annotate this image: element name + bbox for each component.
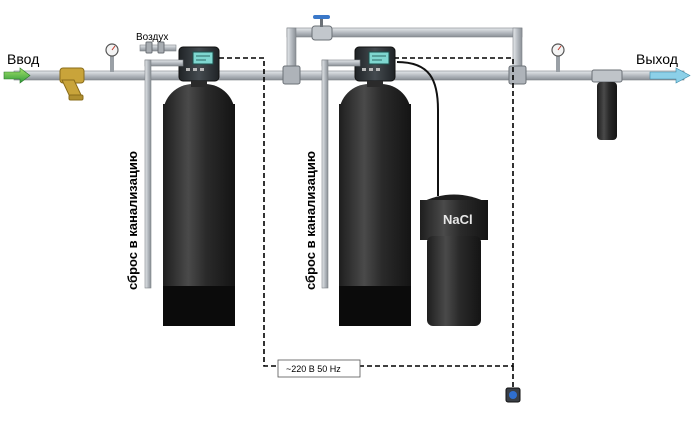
outlet-arrow	[649, 67, 691, 84]
flow-arrow-icon	[649, 67, 691, 84]
cartridge-filter	[591, 69, 623, 140]
y-strainer-icon	[59, 67, 85, 101]
drain-pipe-right	[321, 59, 361, 289]
drain-pipe-left	[144, 59, 184, 289]
softener-tank-right	[339, 84, 411, 326]
control-head-left	[178, 46, 220, 87]
power-wiring	[219, 57, 514, 367]
ball-valve-icon	[311, 15, 333, 41]
power-label-box	[277, 359, 361, 378]
pressure-gauge-right	[551, 43, 565, 72]
outlet-label: Выход	[636, 51, 678, 67]
brine-tank	[420, 194, 488, 326]
pressure-gauge-left	[105, 43, 119, 72]
inlet-arrow	[3, 67, 31, 84]
drain-label-right: сброс в канализацию	[303, 151, 318, 290]
main-pipe	[13, 70, 685, 81]
air-label: Воздух	[136, 32, 168, 43]
filter-tank-left	[163, 84, 235, 326]
inlet-label: Ввод	[7, 51, 39, 67]
air-vent	[139, 41, 177, 54]
power-socket-icon	[505, 366, 521, 403]
drain-label-left: сброс в канализацию	[125, 151, 140, 290]
control-head-right	[354, 46, 396, 87]
flow-arrow-icon	[3, 67, 31, 84]
brine-label: NaCl	[443, 212, 473, 227]
brine-line	[396, 61, 439, 196]
power-label: ~220 В 50 Hz	[286, 364, 341, 374]
